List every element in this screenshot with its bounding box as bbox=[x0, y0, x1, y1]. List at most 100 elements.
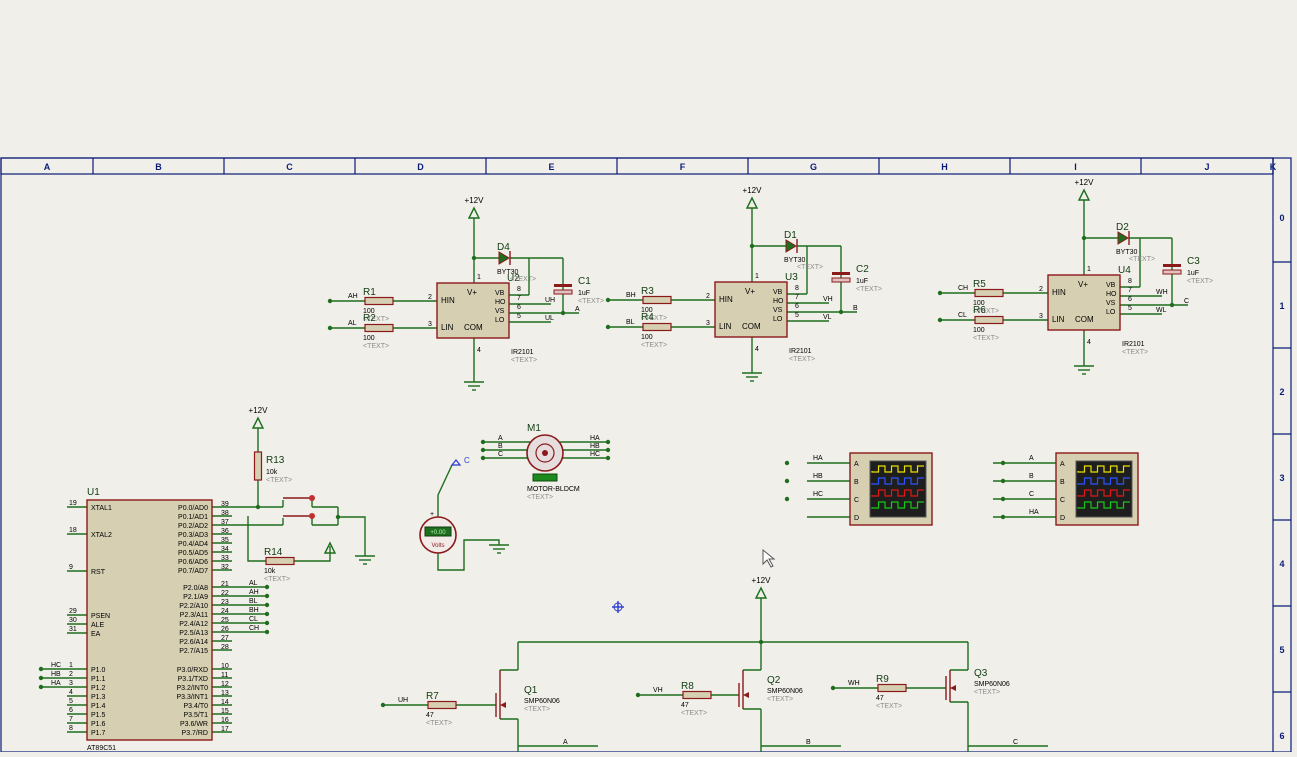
mcu-pin-number: 2 bbox=[69, 671, 73, 678]
motor-display bbox=[532, 473, 558, 482]
driver-part: IR2101 bbox=[511, 349, 534, 356]
mcu-pin-number: 38 bbox=[221, 510, 229, 517]
row-label: 0 bbox=[1279, 213, 1284, 223]
mcu-pin-number: 39 bbox=[221, 501, 229, 508]
net-label-input: CH bbox=[958, 285, 968, 292]
capacitor-plate bbox=[554, 284, 572, 287]
mcu-u1[interactable]: XTAL1XTAL2RSTPSENALEEAP1.0P1.1P1.2P1.3P1… bbox=[86, 499, 213, 741]
pin-number: 2 bbox=[1039, 286, 1043, 293]
mosfet-q2[interactable] bbox=[738, 670, 749, 709]
junction-dot bbox=[1169, 302, 1175, 308]
motor-pin-label: B bbox=[498, 443, 503, 450]
mcu-pin-name: P2.6/A14 bbox=[179, 639, 208, 646]
junction-dot bbox=[830, 685, 836, 691]
pin-number: 8 bbox=[517, 286, 521, 293]
mosfet-ref: Q1 bbox=[524, 685, 538, 696]
resistor-body bbox=[265, 556, 295, 566]
mcu-pin-name: P0.0/AD0 bbox=[178, 505, 208, 512]
pin-label: COM bbox=[1075, 315, 1094, 324]
drain-net-label: C bbox=[1013, 739, 1018, 746]
mosfet-q1[interactable] bbox=[495, 670, 506, 719]
mcu-pin-number: 16 bbox=[221, 717, 229, 724]
mcu-pin-name: P3.0/RXD bbox=[177, 667, 208, 674]
supply-label: +12V bbox=[1075, 178, 1095, 187]
diode-part: BYT30 bbox=[1116, 249, 1138, 256]
pin-number: 1 bbox=[755, 273, 759, 280]
resistor-body bbox=[682, 690, 712, 700]
scope-net-label: B bbox=[1029, 473, 1034, 480]
drain-net-label: B bbox=[806, 739, 811, 746]
mcu-pin-number: 29 bbox=[69, 608, 77, 615]
voltmeter-display bbox=[424, 526, 452, 537]
capacitor-value: 1uF bbox=[578, 290, 590, 297]
gate-net-label: UH bbox=[398, 697, 408, 704]
gate-net-label: WH bbox=[848, 680, 860, 687]
junction-dot bbox=[327, 325, 333, 331]
pin-label: COM bbox=[464, 323, 483, 332]
mcu-pin-number: 23 bbox=[221, 599, 229, 606]
resistor-body bbox=[974, 288, 1004, 298]
mosfet-arrow-icon bbox=[500, 702, 506, 708]
net-label-low: UL bbox=[545, 315, 554, 322]
mcu-pin-number: 9 bbox=[69, 564, 73, 571]
mcu-pin-name: P1.6 bbox=[91, 721, 106, 728]
resistor-value: 47 bbox=[876, 695, 884, 702]
mcu-pin-name: PSEN bbox=[91, 613, 110, 620]
wire bbox=[437, 539, 500, 571]
mcu-pin-number: 28 bbox=[221, 644, 229, 651]
pin-label: LO bbox=[773, 316, 783, 323]
resistor-value: 10k bbox=[266, 469, 278, 476]
junction-dot bbox=[749, 243, 755, 249]
scope-net-label: HA bbox=[813, 455, 823, 462]
driver-body bbox=[714, 281, 788, 338]
junction-dot bbox=[605, 447, 611, 453]
mcu-pin-name: P0.3/AD3 bbox=[178, 532, 208, 539]
pin-label: HO bbox=[1106, 291, 1117, 298]
mcu-pin-name: P2.3/A11 bbox=[180, 612, 208, 619]
text-placeholder: <TEXT> bbox=[767, 696, 793, 703]
mcu-pin-number: 6 bbox=[69, 707, 73, 714]
mcu-net-label: HC bbox=[51, 662, 61, 669]
text-placeholder: <TEXT> bbox=[426, 720, 452, 727]
mcu-pin-name: P0.1/AD1 bbox=[178, 514, 208, 521]
scope-channel-label: C bbox=[854, 497, 859, 504]
mosfet-q3[interactable] bbox=[945, 670, 956, 702]
row-label: 1 bbox=[1279, 301, 1284, 311]
mcu-pin-name: P3.4/T0 bbox=[183, 703, 208, 710]
capacitor-plate bbox=[1163, 264, 1181, 267]
column-label: K bbox=[1270, 162, 1277, 172]
pin-number: 1 bbox=[1087, 266, 1091, 273]
text-placeholder: <TEXT> bbox=[789, 356, 815, 363]
mosfet-ref: Q2 bbox=[767, 675, 781, 686]
labels: U2IR2101<TEXT>23148765+12VD4BYT30<TEXT>C… bbox=[51, 178, 1213, 752]
pin-number: 2 bbox=[706, 293, 710, 300]
mcu-pin-number: 18 bbox=[69, 527, 77, 534]
motor-m1[interactable] bbox=[526, 434, 564, 482]
scope-channel-label: B bbox=[854, 479, 859, 486]
diode-part: BYT30 bbox=[784, 257, 806, 264]
pin-number: 6 bbox=[517, 304, 521, 311]
scope-trace bbox=[1077, 501, 1130, 509]
scope-channel-label: C bbox=[1060, 497, 1065, 504]
capacitor-value: 1uF bbox=[1187, 270, 1199, 277]
scope-net-label: A bbox=[1029, 455, 1034, 462]
pin-number: 3 bbox=[428, 321, 432, 328]
mcu-pin-number: 11 bbox=[221, 672, 228, 679]
column-label: A bbox=[44, 162, 51, 172]
mcu-pin-name: P0.2/AD2 bbox=[178, 523, 208, 530]
junction-dot bbox=[264, 629, 270, 635]
text-placeholder: <TEXT> bbox=[641, 315, 667, 322]
net-label-input: CL bbox=[958, 312, 967, 319]
mcu-pin-number: 35 bbox=[221, 537, 229, 544]
motor-pin-label: HB bbox=[590, 443, 600, 450]
mcu-pin-number: 17 bbox=[221, 726, 229, 733]
